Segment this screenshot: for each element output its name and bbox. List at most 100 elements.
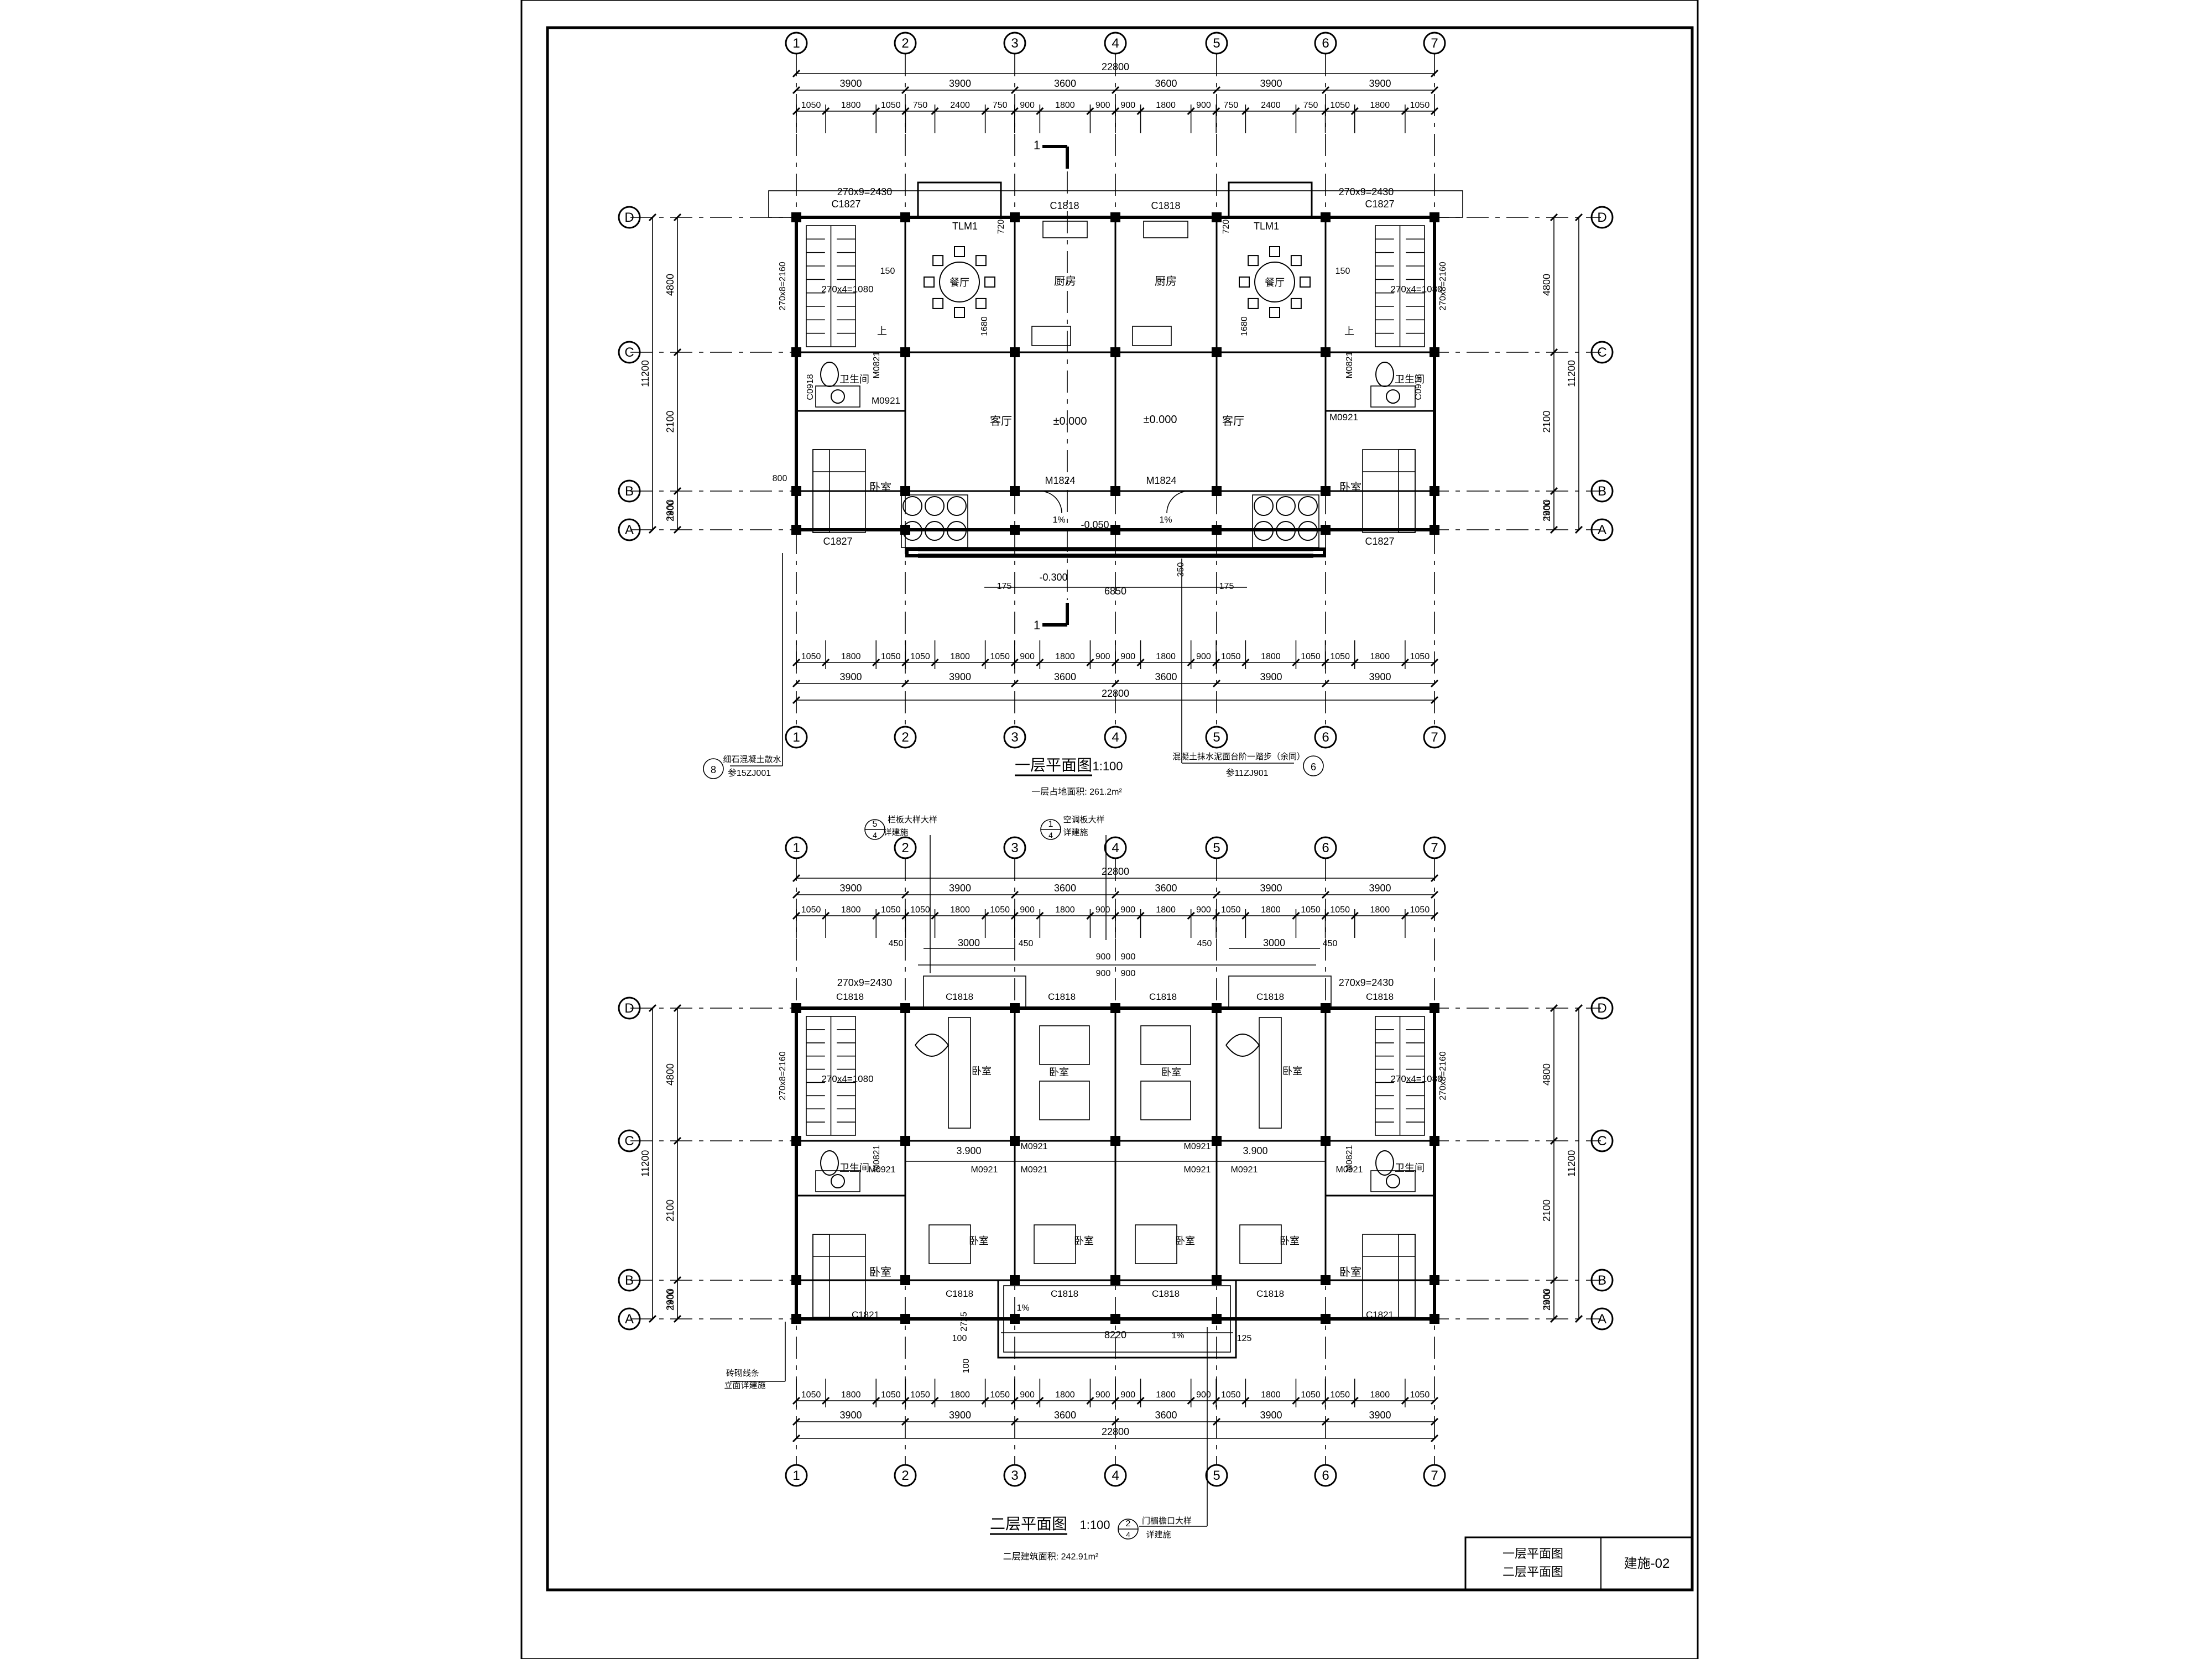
dim-1680-left: 1680 [980, 316, 989, 336]
axis-bubble-top-3 [1003, 836, 1026, 859]
dim-axis-top-text: 3900 [949, 78, 971, 89]
axis-bubble-bottom-1 [785, 1464, 808, 1487]
dim-detail-top-text: 1050 [801, 101, 821, 110]
sink-icon [1386, 389, 1400, 404]
dim-tick [673, 213, 682, 222]
column [1110, 1136, 1120, 1146]
axis-bubble-right-1 [1590, 1129, 1614, 1152]
column [1110, 525, 1120, 535]
axis-number-bottom-3: 3 [1011, 730, 1018, 745]
window-c1827-top-left: C1827 [831, 199, 860, 210]
stair-side-text: 270x8=2160 [778, 262, 787, 311]
note-a-line-2: 详建施 [883, 828, 908, 837]
dim-detail-bottom-text: 1050 [1221, 652, 1241, 661]
bed-headboard [1398, 449, 1416, 533]
bed-icon [1034, 1224, 1076, 1264]
door-m0921-b: M0921 [971, 1165, 998, 1175]
axis-letter-right-0: D [1597, 1001, 1606, 1016]
axis-letter-left-2: B [625, 1273, 634, 1288]
dining-chair-icon [1290, 255, 1302, 267]
dim-720-left: 720 [997, 220, 1006, 234]
axis-letter-left-3: A [625, 523, 634, 538]
column [1321, 525, 1331, 535]
dim-detail-bottom-text: 900 [1020, 652, 1035, 661]
dim-axis-top-text: 3900 [839, 78, 862, 89]
dim-900-a: 900 [1096, 952, 1111, 962]
axis-bubble-right-3 [1590, 518, 1614, 541]
door-m0921-left: M0921 [872, 395, 900, 406]
column [1321, 1136, 1331, 1146]
dim-side-axis-text: 4800 [1541, 1063, 1552, 1086]
axis-letter-left-0: D [624, 1001, 634, 1016]
plan-2-scale: 1:100 [1079, 1518, 1110, 1532]
dim-tick [1321, 890, 1330, 899]
dim-detail-top-text: 2400 [1261, 101, 1281, 110]
dim-720-right: 720 [1222, 220, 1231, 234]
window-c0918-left: C0918 [806, 374, 815, 400]
dim-detail-bottom-text: 1050 [910, 652, 930, 661]
detail-d-sub: 4 [1126, 1530, 1130, 1539]
dim-tick [792, 1434, 801, 1443]
dim-900-b: 900 [1121, 952, 1136, 962]
note-right-line-1: 混凝土抹水泥面台阶一踏步（余同） [1172, 752, 1305, 761]
dim-tick [1430, 1417, 1439, 1426]
window-c1818-e: C1818 [1256, 992, 1284, 1002]
bed-icon [812, 1234, 866, 1318]
column [1212, 525, 1222, 535]
door-m0821-right: M0821 [1345, 351, 1354, 378]
axis-bubble-left-2 [618, 479, 641, 503]
dim-detail-bottom-text: 1800 [1261, 652, 1281, 661]
dim-axis-bottom-text: 3900 [839, 671, 862, 682]
note-left-line-2: 参15ZJ001 [728, 768, 771, 778]
column [1110, 1003, 1120, 1013]
dim-detail-bottom-text: 1050 [1221, 1390, 1241, 1400]
window-c1821-right: C1821 [1366, 1310, 1394, 1320]
dining-room-label: 餐厅 [1265, 277, 1285, 288]
axis-bubble-top-1 [785, 836, 808, 859]
dim-axis-bottom-text: 3600 [1155, 671, 1177, 682]
column [791, 1314, 801, 1324]
dim-tick [901, 86, 910, 95]
axis-letter-left-3: A [625, 1312, 634, 1327]
dim-tick [648, 1004, 657, 1013]
dim-detail-bottom-text: 1050 [1330, 1390, 1350, 1400]
sink-counter [1370, 385, 1416, 408]
column [791, 486, 801, 496]
stair-run-text: 270x4=1080 [821, 1073, 873, 1084]
sink-icon [831, 1174, 845, 1188]
dim-tick [1111, 679, 1120, 688]
dim-detail-bottom-text: 900 [1196, 652, 1211, 661]
column [1321, 1314, 1331, 1324]
dim-450-a: 450 [889, 939, 904, 948]
column [1321, 486, 1331, 496]
living-room-label-left: 客厅 [990, 415, 1012, 427]
bath-room-label: 卫生间 [839, 1162, 869, 1173]
axis-number-bottom-7: 7 [1431, 1468, 1438, 1483]
column [1430, 486, 1439, 496]
bedroom-label: 卧室 [1339, 481, 1361, 494]
column [1321, 347, 1331, 357]
dim-axis-top-text: 3900 [1260, 883, 1282, 894]
dim-detail-bottom-text: 1800 [841, 652, 861, 661]
dim-side-axis-text: 1400 [666, 1290, 676, 1310]
axis-bubble-top-2 [894, 836, 917, 859]
column [900, 1136, 910, 1146]
dim-detail-top-text: 1050 [1410, 905, 1430, 915]
dim-detail-top-text: 1050 [910, 905, 930, 915]
dim-900-d: 900 [1121, 969, 1136, 978]
bedroom-upper-label: 卧室 [1161, 1067, 1181, 1078]
column [1430, 1003, 1439, 1013]
slope-left: 1% [1052, 515, 1065, 525]
dining-chair-icon [954, 246, 965, 257]
dim-tick [1430, 658, 1439, 667]
dim-side-axis-text: 2100 [1541, 1199, 1552, 1222]
axis-number-bottom-6: 6 [1322, 730, 1329, 745]
dim-detail-top-text: 900 [1196, 101, 1211, 110]
dim-detail-top-text: 1800 [1156, 101, 1176, 110]
axis-bubble-left-1 [618, 341, 641, 364]
axis-bubble-left-1 [618, 1129, 641, 1152]
dining-chair-icon [932, 255, 944, 267]
dim-detail-bottom-text: 1050 [881, 1390, 901, 1400]
axis-bubble-right-2 [1590, 1269, 1614, 1292]
